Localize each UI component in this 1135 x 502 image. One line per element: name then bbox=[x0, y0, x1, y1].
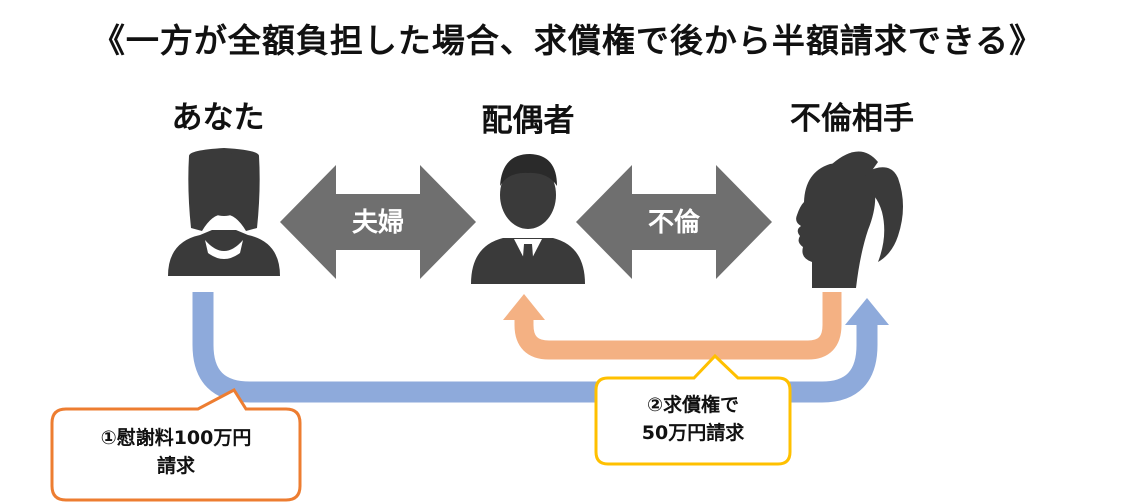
callout-second-bubble bbox=[594, 353, 792, 466]
relation-label-marriage: 夫婦 bbox=[352, 208, 404, 238]
blue-claim-arrow bbox=[192, 292, 878, 403]
label-partner: 不倫相手 bbox=[790, 101, 914, 137]
woman-silhouette-icon bbox=[168, 148, 280, 276]
ponytail-woman-silhouette-icon bbox=[796, 151, 903, 288]
orange-claim-arrow bbox=[514, 292, 842, 360]
affair-double-arrow bbox=[576, 165, 772, 279]
blue-arrowhead bbox=[845, 298, 889, 325]
callout-first-bubble bbox=[50, 388, 302, 502]
callout-first-text: ①慰謝料100万円 請求 bbox=[100, 427, 252, 477]
label-spouse: 配偶者 bbox=[481, 103, 575, 139]
relation-label-affair: 不倫 bbox=[648, 207, 701, 238]
marriage-double-arrow bbox=[280, 165, 476, 279]
page-title: 《一方が全額負担した場合、求償権で後から半額請求できる》 bbox=[91, 21, 1044, 60]
callout-second-text: ②求償権で 50万円請求 bbox=[641, 394, 745, 444]
label-you: あなた bbox=[171, 100, 265, 136]
businessman-silhouette-icon bbox=[471, 154, 585, 284]
orange-arrowhead bbox=[503, 294, 545, 320]
